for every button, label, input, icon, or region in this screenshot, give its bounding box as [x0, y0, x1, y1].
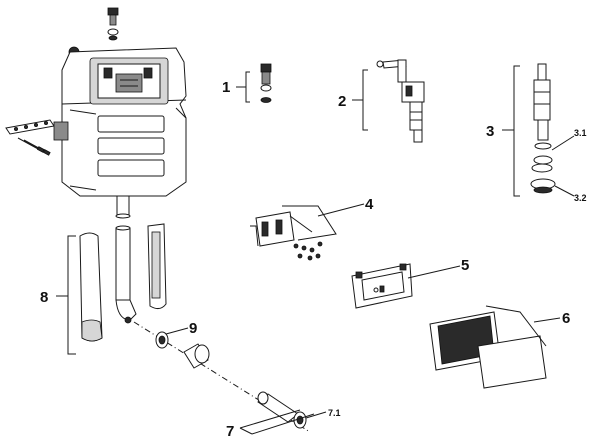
leader-7: [239, 409, 315, 435]
bracket-2: [362, 69, 368, 131]
wall-mounting-bracket: [5, 119, 69, 156]
connector-sleeve: [183, 343, 210, 369]
part-5-actuator-mounting-plate: [351, 263, 413, 309]
cistern-top-valve: [107, 7, 119, 41]
part-3-flush-valve: [533, 63, 553, 165]
callout-9: 9: [189, 320, 197, 337]
leader-6: [485, 305, 547, 347]
callout-7-1: 7.1: [328, 408, 341, 418]
leader-4: [282, 205, 337, 241]
part-6-flush-plate: [429, 311, 547, 389]
callout-5: 5: [461, 257, 469, 274]
part-8-pipe-cover-set: [79, 223, 167, 342]
callout-7: 7: [226, 423, 234, 440]
callout-6: 6: [562, 310, 570, 327]
callout-4: 4: [365, 196, 374, 213]
callout-3-2: 3.2: [574, 193, 587, 203]
part-3-2-base-ring: [530, 178, 556, 194]
bracket-8: [67, 235, 76, 355]
part-2-fill-valve: [376, 59, 425, 143]
part-7-flush-pipe: [257, 391, 299, 423]
bracket-1: [245, 71, 250, 103]
part-9-seal: [155, 331, 169, 349]
callout-1: 1: [222, 79, 230, 96]
callout-8: 8: [40, 289, 48, 306]
part-4-fixing-bracket-set: [250, 211, 323, 261]
callout-3-1: 3.1: [574, 128, 587, 138]
bracket-3: [513, 65, 520, 197]
part-3-1-seal-ring: [531, 163, 553, 173]
callout-3: 3: [486, 123, 494, 140]
cistern-tank: [61, 7, 187, 219]
callout-2: 2: [338, 93, 346, 110]
part-1-fill-valve-connector: [260, 63, 272, 103]
